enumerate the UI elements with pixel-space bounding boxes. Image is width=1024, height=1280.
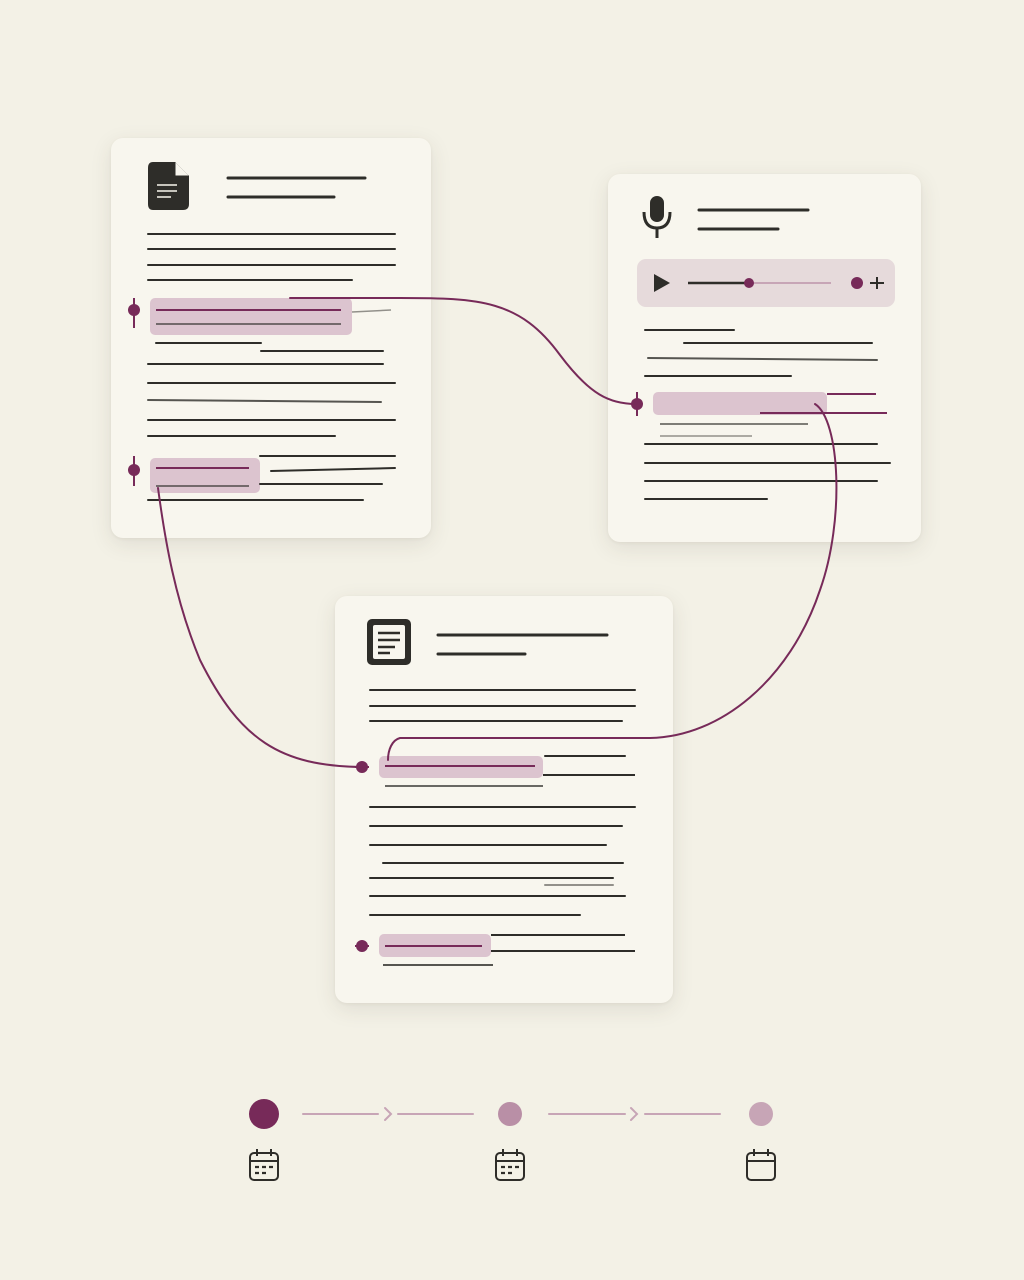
body-text-lines bbox=[147, 233, 396, 281]
play-icon bbox=[654, 274, 670, 292]
timeline-step-1[interactable] bbox=[249, 1099, 279, 1129]
transcript-lines bbox=[644, 329, 878, 377]
anchor-marker-1[interactable] bbox=[128, 298, 140, 328]
transcript-title-lines bbox=[697, 208, 810, 231]
timeline-step-3[interactable] bbox=[749, 1102, 773, 1126]
audio-player[interactable] bbox=[637, 259, 895, 307]
anchor-marker-5[interactable] bbox=[355, 940, 369, 952]
highlight-segment-2[interactable] bbox=[150, 458, 260, 493]
document-title-lines bbox=[226, 176, 367, 199]
anchor-marker-2[interactable] bbox=[128, 456, 140, 486]
timeline-connector-2 bbox=[548, 1107, 721, 1121]
document-icon bbox=[148, 162, 189, 210]
microphone-icon bbox=[642, 196, 672, 238]
audio-transcript-card[interactable] bbox=[608, 174, 921, 542]
playhead bbox=[744, 278, 754, 288]
highlight-segment-5[interactable] bbox=[379, 934, 635, 966]
highlight-segment-4[interactable] bbox=[379, 756, 635, 787]
calendar-blank-icon bbox=[746, 1149, 776, 1181]
calendar-icon bbox=[249, 1149, 279, 1181]
note-body-lines bbox=[369, 806, 636, 916]
chevron-right-icon bbox=[384, 1107, 393, 1121]
calendar-icon bbox=[495, 1149, 525, 1181]
timeline-connector-1 bbox=[302, 1107, 474, 1121]
timeline-step-2[interactable] bbox=[498, 1102, 522, 1126]
chevron-right-icon bbox=[630, 1107, 639, 1121]
pin-plus-icon bbox=[851, 277, 863, 289]
